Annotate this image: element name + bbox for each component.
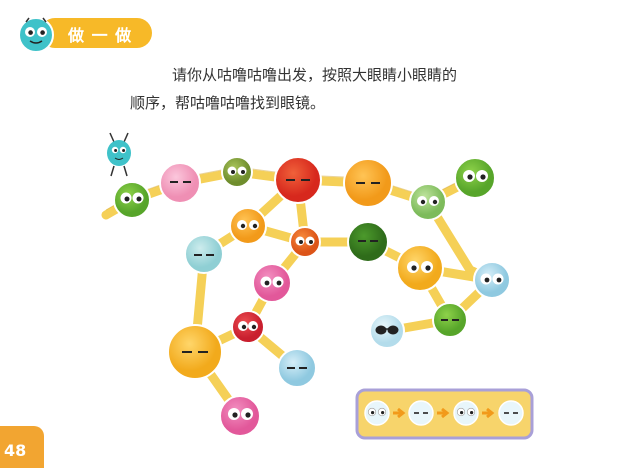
legend-arrow-3 bbox=[482, 407, 495, 419]
instruction-line-1: 请你从咕噜咕噜出发，按照大眼睛小眼睛的 bbox=[172, 66, 458, 84]
section-header: 做 一 做 bbox=[10, 10, 170, 56]
legend-small-eyes-2 bbox=[498, 400, 524, 426]
mascot-icon bbox=[18, 17, 54, 53]
ball-yellow-small-eyes bbox=[167, 324, 223, 380]
ball-green-big-eyes-top-right bbox=[454, 157, 496, 199]
ball-darkgreen-small-eyes bbox=[347, 221, 389, 263]
ball-orange-small-eyes bbox=[343, 158, 393, 208]
ball-green-big-eyes bbox=[113, 181, 151, 219]
ball-darkorange-big-eyes bbox=[289, 226, 321, 258]
ball-crimson-big-eyes bbox=[231, 310, 265, 344]
ball-skyblue-big-eyes bbox=[473, 261, 511, 299]
page-number-tab bbox=[0, 426, 44, 468]
ball-magenta-big-eyes bbox=[252, 263, 292, 303]
sequence-legend bbox=[355, 388, 534, 440]
legend-arrow-2 bbox=[437, 407, 450, 419]
ball-teal-small-eyes bbox=[184, 234, 224, 274]
ball-glasses-goal bbox=[369, 313, 405, 349]
legend-big-eyes-2 bbox=[453, 400, 479, 426]
header-pill bbox=[40, 18, 152, 48]
ball-pink-small-eyes bbox=[159, 162, 201, 204]
ball-pink-big-eyes-bottom bbox=[219, 395, 261, 437]
legend-big-eyes-1 bbox=[364, 400, 390, 426]
ball-olive-big-eyes bbox=[221, 156, 253, 188]
ball-orange-big-eyes bbox=[229, 207, 267, 245]
ball-red-small-eyes bbox=[274, 156, 322, 204]
legend-small-eyes-1 bbox=[408, 400, 434, 426]
header-title: 做 一 做 bbox=[68, 26, 133, 45]
legend-arrow-1 bbox=[393, 407, 406, 419]
ball-green-small-eyes bbox=[432, 302, 468, 338]
ball-yellow-big-eyes bbox=[396, 244, 444, 292]
instruction-line-2: 顺序，帮咕噜咕噜找到眼镜。 bbox=[130, 94, 326, 112]
start-character-gulu bbox=[107, 132, 131, 177]
ball-lightgreen-big-eyes bbox=[409, 183, 447, 221]
ball-sky-small-eyes bbox=[277, 348, 317, 388]
page-number: 48 bbox=[4, 441, 27, 460]
